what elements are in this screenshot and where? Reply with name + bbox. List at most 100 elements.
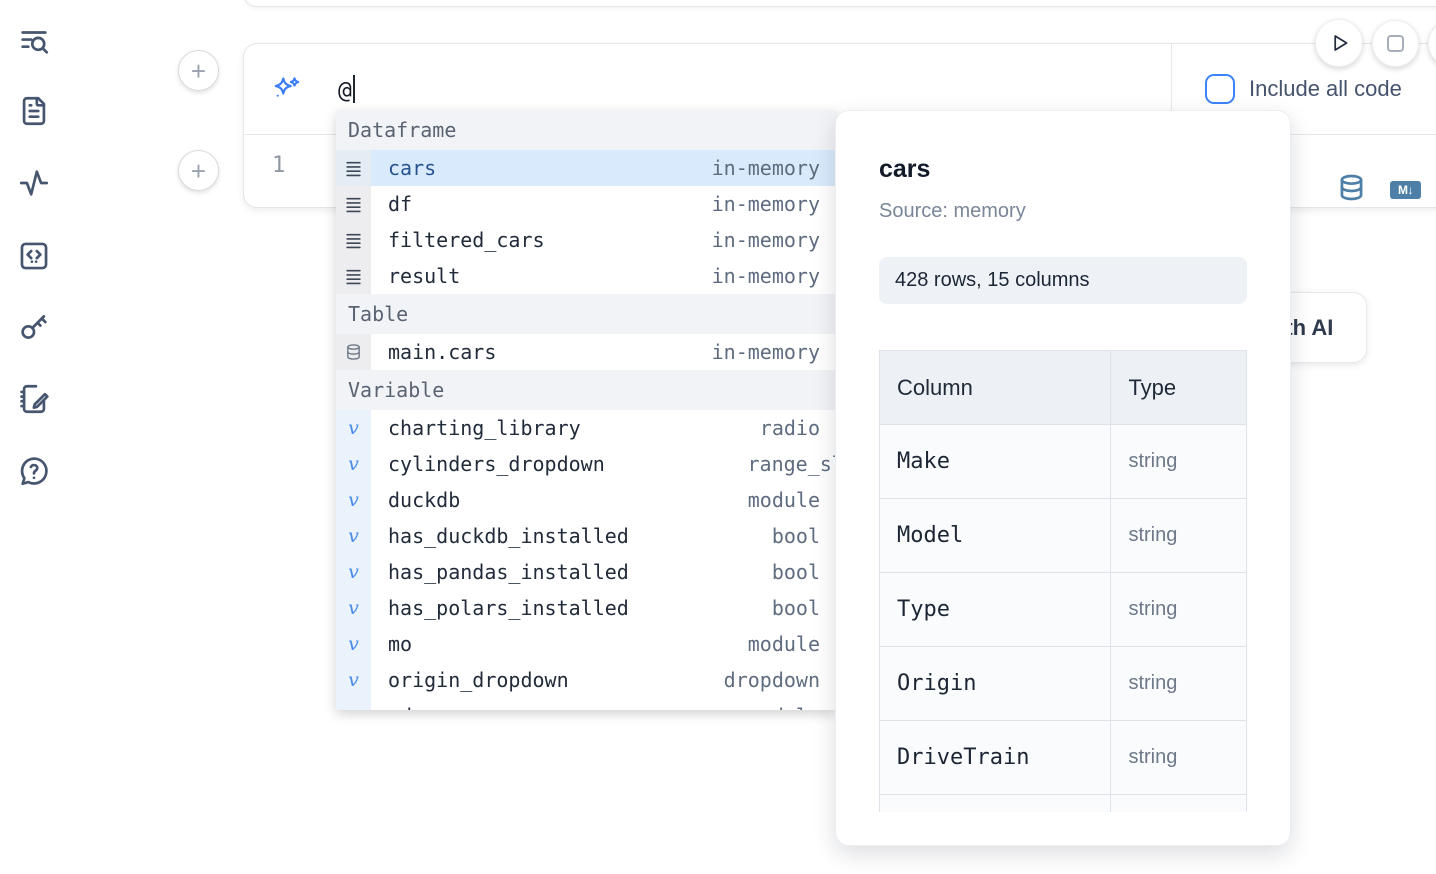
notebook-edit-icon[interactable]: [17, 382, 53, 418]
code-square-icon[interactable]: [17, 239, 53, 275]
include-all-code-label: Include all code: [1249, 76, 1402, 101]
stop-button[interactable]: [1372, 20, 1419, 67]
item-type: in-memory: [711, 156, 820, 180]
type-header: Type: [1110, 350, 1247, 425]
document-icon[interactable]: [17, 94, 53, 130]
item-name: origin_dropdown: [388, 668, 569, 692]
text-caret: [352, 74, 355, 103]
variable-icon: v: [336, 410, 371, 446]
item-name: result: [388, 264, 461, 288]
autocomplete-item-pd[interactable]: v pd module: [336, 698, 836, 710]
autocomplete-item-df[interactable]: df in-memory: [336, 186, 836, 222]
item-name: df: [388, 192, 413, 216]
sparkles-icon: [274, 76, 300, 97]
item-type: range_slider: [747, 452, 837, 476]
item-name: duckdb: [388, 488, 461, 512]
item-type: module: [747, 488, 820, 512]
play-icon: [1334, 35, 1348, 51]
variable-icon: v: [336, 698, 371, 710]
variable-icon: v: [336, 554, 371, 590]
item-type: in-memory: [711, 264, 820, 288]
item-type: module: [747, 632, 820, 656]
previous-cell-edge: [243, 0, 1436, 7]
column-name-cell: Model: [879, 498, 1112, 573]
panel-source: Source: memory: [879, 200, 1026, 222]
database-icon: [336, 334, 371, 370]
column-type-cell: string: [1110, 646, 1247, 721]
ai-options-pane: Include all code: [1171, 44, 1436, 134]
item-name: cars: [388, 156, 437, 180]
help-chat-icon[interactable]: [17, 454, 53, 490]
shape-badge: 428 rows, 15 columns: [879, 257, 1247, 304]
list-search-icon[interactable]: [17, 24, 53, 60]
column-name-cell: DriveTrain: [879, 720, 1112, 795]
item-type: in-memory: [711, 192, 820, 216]
add-cell-button-bottom[interactable]: +: [178, 150, 219, 191]
activity-icon[interactable]: [17, 166, 53, 202]
run-cell-button[interactable]: [1315, 19, 1363, 67]
autocomplete-section-header: Variable: [336, 370, 836, 410]
column-name-cell: Origin: [879, 646, 1112, 721]
dataframe-icon: [336, 150, 371, 186]
item-name: has_polars_installed: [388, 596, 629, 620]
variable-icon: v: [336, 626, 371, 662]
autocomplete-item-has_duckdb_installed[interactable]: v has_duckdb_installed bool: [336, 518, 836, 554]
include-all-code-checkbox[interactable]: [1205, 74, 1235, 104]
variable-icon: v: [336, 446, 371, 482]
cell-type-toolbar: M↓: [1338, 172, 1421, 208]
column-name-cell: Make: [879, 424, 1112, 499]
item-name: has_duckdb_installed: [388, 524, 629, 548]
stop-icon: [1387, 35, 1404, 52]
item-type: radio: [759, 416, 820, 440]
item-type: bool: [771, 560, 820, 584]
markdown-cell-icon[interactable]: M↓: [1390, 181, 1421, 199]
autocomplete-section-header: Table: [336, 294, 836, 334]
item-type: dropdown: [723, 668, 820, 692]
column-type-cell: [1110, 794, 1247, 812]
item-type: bool: [771, 524, 820, 548]
variable-icon: v: [336, 518, 371, 554]
item-name: has_pandas_installed: [388, 560, 629, 584]
autocomplete-item-origin_dropdown[interactable]: v origin_dropdown dropdown: [336, 662, 836, 698]
variable-icon: v: [336, 662, 371, 698]
item-type: in-memory: [711, 228, 820, 252]
item-type: module: [748, 704, 820, 710]
autocomplete-item-has_pandas_installed[interactable]: v has_pandas_installed bool: [336, 554, 836, 590]
autocomplete-item-charting_library[interactable]: v charting_library radio: [336, 410, 836, 446]
item-name: mo: [388, 632, 413, 656]
item-name: pd: [388, 704, 412, 710]
dataframe-icon: [336, 222, 371, 258]
autocomplete-item-filtered_cars[interactable]: filtered_cars in-memory: [336, 222, 836, 258]
variable-icon: v: [336, 482, 371, 518]
code-editor-row[interactable]: 1: [244, 136, 1436, 207]
autocomplete-item-cars[interactable]: cars in-memory: [336, 150, 836, 186]
autocomplete-item-result[interactable]: result in-memory: [336, 258, 836, 294]
column-header: Column: [879, 350, 1112, 425]
column-name-cell: Type: [879, 572, 1112, 647]
item-name: filtered_cars: [388, 228, 545, 252]
ai-prompt-input[interactable]: @: [338, 74, 355, 104]
item-name: charting_library: [388, 416, 581, 440]
column-type-cell: string: [1110, 424, 1247, 499]
add-cell-button-top[interactable]: +: [178, 50, 219, 91]
item-type: bool: [771, 596, 820, 620]
key-icon[interactable]: [17, 310, 53, 346]
column-type-cell: string: [1110, 498, 1247, 573]
column-type-cell: string: [1110, 720, 1247, 795]
item-name: main.cars: [388, 340, 497, 364]
line-number: 1: [272, 153, 286, 178]
dataframe-icon: [336, 186, 371, 222]
database-cell-icon[interactable]: [1338, 172, 1365, 208]
